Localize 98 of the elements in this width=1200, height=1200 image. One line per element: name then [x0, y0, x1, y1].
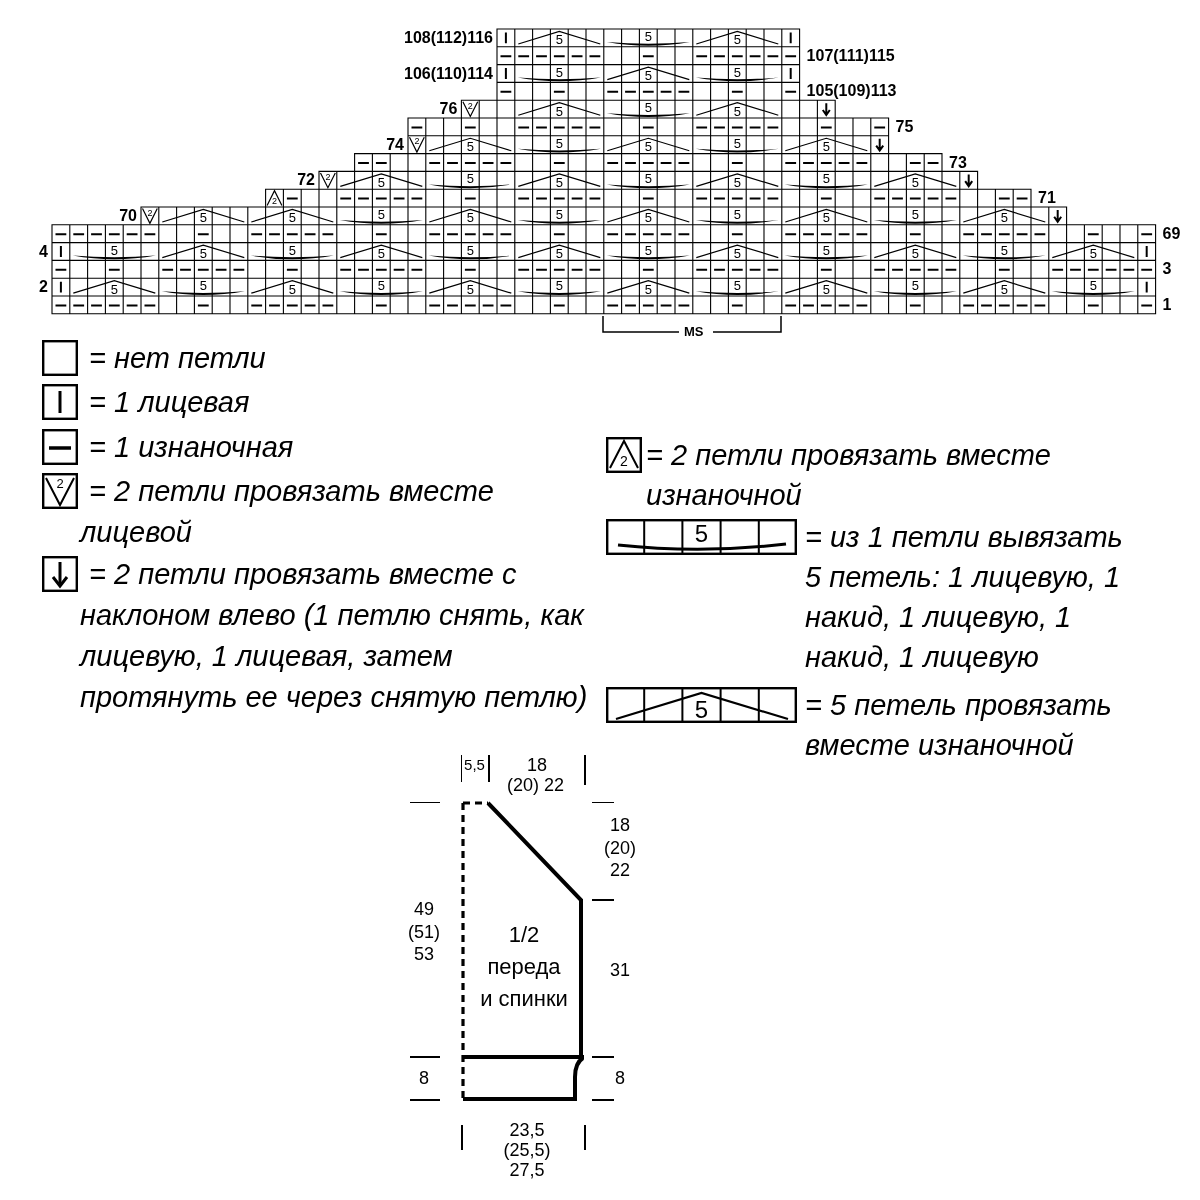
stitch-count: 5 — [466, 282, 475, 296]
symbol-number: 5 — [694, 522, 709, 546]
stitch-count: 5 — [1000, 243, 1009, 257]
stitch-count: 5 — [1000, 211, 1009, 225]
stitch-count: 5 — [377, 208, 386, 221]
stitch-count: 5 — [1089, 246, 1098, 260]
row-number: 71 — [1038, 190, 1056, 207]
stitch-count: 5 — [911, 246, 920, 260]
row-number: 108(112)116 — [404, 29, 493, 46]
row-number: 74 — [386, 136, 404, 153]
dimension-label: 18 (20) 22 — [603, 814, 637, 882]
symbol-digit: 2 — [272, 196, 277, 206]
row-number: 2 — [39, 279, 48, 296]
piece-label: 1/2 переда и спинки — [479, 921, 569, 1013]
stitch-count: 5 — [555, 33, 564, 47]
stitch-count: 5 — [466, 172, 475, 186]
stitch-count: 5 — [555, 65, 564, 79]
stitch-count: 5 — [644, 30, 653, 43]
legend-text: = нет петли — [88, 340, 267, 376]
legend-text: = 1 изнаночная — [88, 429, 295, 465]
stitch-count: 5 — [644, 172, 653, 186]
stitch-count: 5 — [466, 211, 475, 225]
symbol-digit: 2 — [147, 208, 153, 218]
stitch-count: 5 — [110, 282, 119, 296]
stitch-count: 5 — [199, 246, 208, 260]
repeat-label: MS — [684, 324, 704, 338]
stitch-count: 5 — [466, 140, 475, 154]
dimension-label: 23,5 (25,5) 27,5 — [502, 1120, 552, 1180]
stitch-count: 5 — [288, 243, 297, 257]
stitch-count: 5 — [377, 279, 386, 293]
row-number: 106(110)114 — [404, 65, 493, 82]
stitch-count: 5 — [1000, 282, 1009, 296]
row-number: 105(109)113 — [806, 83, 897, 100]
stitch-count: 5 — [733, 104, 742, 118]
stitch-count: 5 — [288, 282, 297, 296]
row-number: 76 — [439, 101, 458, 118]
stitch-count: 5 — [644, 211, 653, 225]
legend-text: = 2 петли провязать вместе изнаночной — [646, 437, 1052, 513]
symbol-number: 5 — [694, 698, 709, 722]
stitch-count: 5 — [199, 211, 208, 225]
stitch-count: 5 — [733, 136, 742, 150]
symbol-digit: 2 — [620, 454, 628, 468]
stitch-count: 5 — [555, 136, 564, 150]
stitch-count: 5 — [1089, 279, 1098, 293]
row-number: 3 — [1162, 261, 1172, 278]
stitch-count: 5 — [911, 175, 920, 189]
row-number: 72 — [297, 172, 315, 189]
stitch-count: 5 — [733, 279, 742, 293]
stitch-count: 5 — [822, 243, 831, 257]
stitch-count: 5 — [555, 175, 564, 189]
stitch-count: 5 — [822, 172, 831, 186]
legend-text: = 1 лицевая — [88, 384, 251, 420]
row-number: 107(111)115 — [806, 47, 895, 64]
stitch-count: 5 — [911, 208, 920, 221]
symbol-digit: 2 — [414, 137, 420, 147]
dimension-label: 8 — [418, 1067, 430, 1089]
dimension-label: 18 (20) 22 — [507, 755, 566, 795]
stitch-count: 5 — [377, 246, 386, 260]
dimension-label: 8 — [614, 1067, 626, 1089]
legend-text: = из 1 петли вывязать 5 петель: 1 лицевую, 1 накид, 1 лицевую, 1 накид, 1 лицевую — [805, 520, 1124, 675]
stitch-count: 5 — [644, 101, 653, 115]
symbol-digit: 2 — [325, 172, 331, 182]
dimension-label: 49 (51) 53 — [407, 898, 441, 966]
row-number: 1 — [1162, 296, 1172, 313]
stitch-count: 5 — [644, 243, 653, 257]
stitch-count: 5 — [466, 243, 475, 257]
row-number: 73 — [949, 154, 967, 171]
stitch-count: 5 — [822, 211, 831, 225]
stitch-count: 5 — [644, 282, 653, 296]
symbol-digit: 2 — [467, 101, 473, 111]
stitch-count: 5 — [199, 279, 208, 293]
legend-text: = 2 петли провязать вместе с наклоном влево (1 петлю снять, как лицевую, 1 лицевая, затем протянуть ее через снятую петлю) — [80, 556, 589, 715]
stitch-count: 5 — [644, 68, 653, 82]
stitch-count: 5 — [555, 104, 564, 118]
symbol-digit: 2 — [56, 477, 64, 490]
stitch-count: 5 — [110, 243, 119, 257]
legend-text: = 5 петель провязать вместе изнаночной — [805, 688, 1113, 763]
stitch-count: 5 — [288, 211, 297, 225]
dimension-label: 5,5 — [463, 756, 486, 774]
stitch-count: 5 — [733, 65, 742, 79]
row-number: 69 — [1162, 225, 1181, 242]
stitch-count: 5 — [555, 246, 564, 260]
stitch-count: 5 — [555, 279, 564, 293]
stitch-count: 5 — [822, 140, 831, 154]
stitch-count: 5 — [733, 208, 742, 221]
stitch-count: 5 — [822, 282, 831, 296]
dimension-label: 31 — [609, 959, 631, 981]
row-number: 70 — [119, 207, 137, 224]
legend-text: = 2 петли провязать вместе лицевой — [80, 473, 495, 550]
stitch-count: 5 — [911, 279, 920, 293]
stitch-count: 5 — [733, 175, 742, 189]
stitch-count: 5 — [733, 246, 742, 260]
stitch-count: 5 — [644, 140, 653, 154]
row-number: 75 — [895, 118, 914, 135]
stitch-count: 5 — [555, 208, 564, 221]
stitch-count: 5 — [733, 33, 742, 47]
row-number: 4 — [39, 243, 48, 260]
stitch-count: 5 — [377, 175, 386, 189]
